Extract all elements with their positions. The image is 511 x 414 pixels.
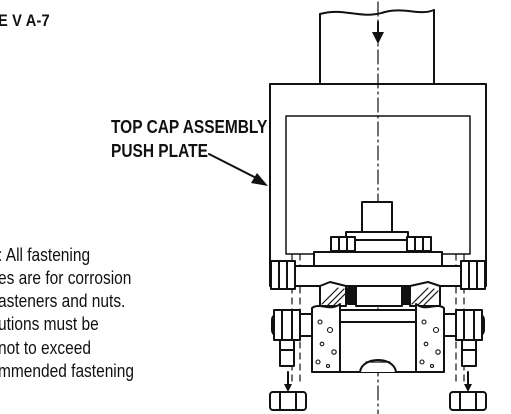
note-line-6: mmended fastening [0,361,134,381]
lower-bolts [269,339,487,411]
note-line-1: : All fastening [0,245,91,265]
lower-housing-section [311,303,445,373]
note-line-4: utions must be [0,314,99,334]
callout-label-line-2: PUSH PLATE [111,141,208,161]
upper-flange [269,260,487,290]
top-cap-plate [313,251,443,267]
note-line-3: asteners and nuts. [0,291,126,311]
note-line-2: es are for corrosion [0,268,132,288]
callout-label-line-1: TOP CAP ASSEMBLY [111,117,268,137]
figure-label: E V A-7 [0,11,50,30]
collar-nuts [330,236,432,252]
note-line-5: not to exceed [0,338,91,358]
load-column [319,9,435,85]
callout-leader-arrow [208,153,268,186]
force-arrow [372,21,384,44]
bolt-direction-arrows [284,371,472,392]
bearing-housing [319,281,441,307]
